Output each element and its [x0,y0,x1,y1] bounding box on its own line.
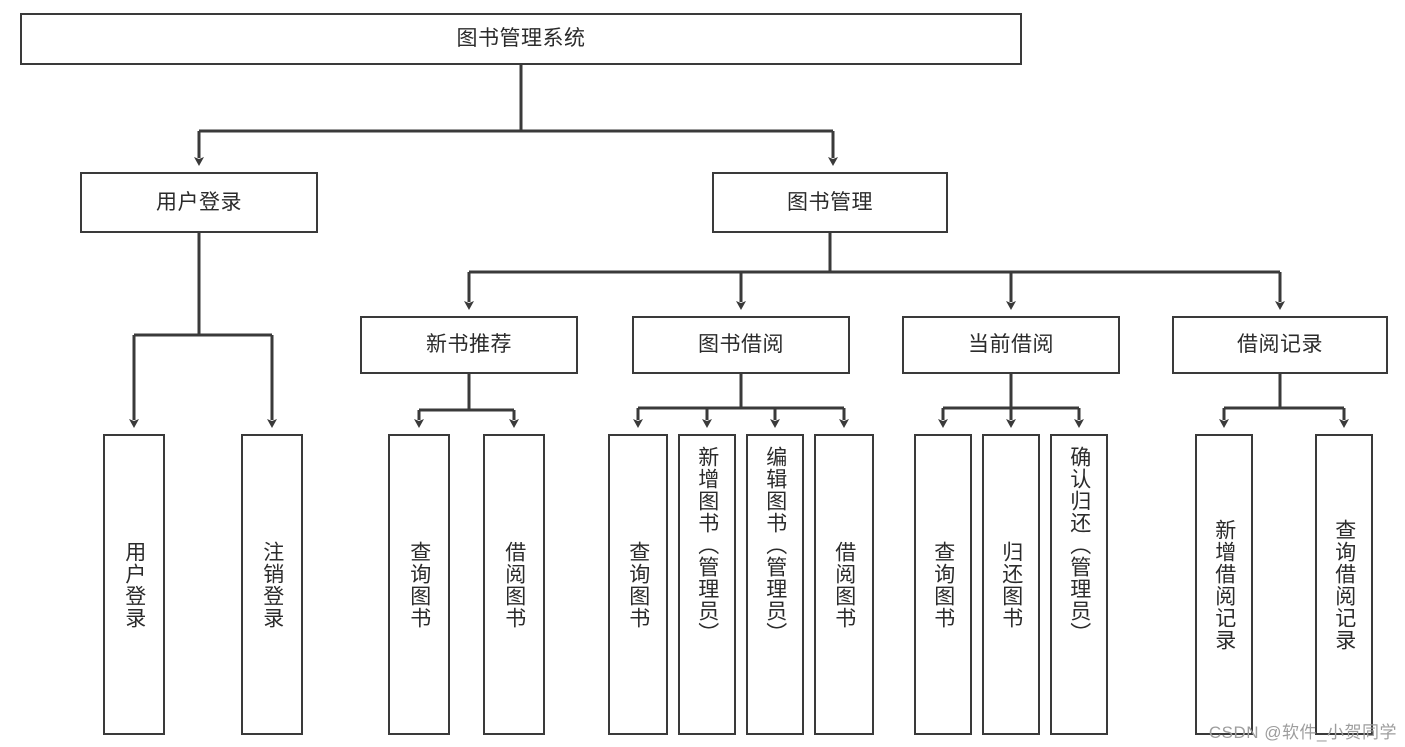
node-label: 借阅记录 [1237,333,1323,357]
node-leaf-return-book[interactable]: 归还图书 [982,434,1040,735]
node-leaf-edit-book-admin[interactable]: 编辑图书（管理员） [746,434,804,735]
node-label: 编辑图书（管理员） [763,446,787,644]
node-book-borrow[interactable]: 图书借阅 [632,316,850,374]
node-label: 查询图书 [407,540,431,629]
node-leaf-user-logout[interactable]: 注销登录 [241,434,303,735]
node-leaf-confirm-return-admin[interactable]: 确认归还（管理员） [1050,434,1108,735]
node-label: 借阅图书 [502,540,526,629]
node-leaf-borrow-book-recommend[interactable]: 借阅图书 [483,434,545,735]
node-label: 新书推荐 [426,333,512,357]
node-label: 图书管理系统 [456,27,586,51]
node-leaf-borrow-book[interactable]: 借阅图书 [814,434,874,735]
node-label: 新增图书（管理员） [695,446,719,644]
node-leaf-query-book-borrow[interactable]: 查询图书 [608,434,668,735]
node-label: 新增借阅记录 [1212,518,1236,651]
node-leaf-add-book-admin[interactable]: 新增图书（管理员） [678,434,736,735]
node-label: 查询图书 [626,540,650,629]
node-label: 注销登录 [260,540,284,629]
node-user-login[interactable]: 用户登录 [80,172,318,233]
node-leaf-user-login[interactable]: 用户登录 [103,434,165,735]
node-current-borrow[interactable]: 当前借阅 [902,316,1120,374]
node-leaf-add-borrow-record[interactable]: 新增借阅记录 [1195,434,1253,735]
node-label: 查询图书 [931,540,955,629]
node-book-management[interactable]: 图书管理 [712,172,948,233]
node-label: 确认归还（管理员） [1067,446,1091,644]
node-root-system[interactable]: 图书管理系统 [20,13,1022,65]
node-borrow-record[interactable]: 借阅记录 [1172,316,1388,374]
node-label: 图书借阅 [698,333,784,357]
node-new-book-recommend[interactable]: 新书推荐 [360,316,578,374]
node-leaf-query-book-current[interactable]: 查询图书 [914,434,972,735]
node-label: 当前借阅 [968,333,1054,357]
node-label: 归还图书 [999,540,1023,629]
node-label: 查询借阅记录 [1332,518,1356,651]
node-leaf-query-book-recommend[interactable]: 查询图书 [388,434,450,735]
node-label: 图书管理 [787,190,873,214]
node-label: 用户登录 [122,540,146,629]
watermark-text: CSDN @软件_小贺同学 [1208,723,1397,742]
node-label: 借阅图书 [832,540,856,629]
node-leaf-query-borrow-record[interactable]: 查询借阅记录 [1315,434,1373,735]
node-label: 用户登录 [156,190,242,214]
